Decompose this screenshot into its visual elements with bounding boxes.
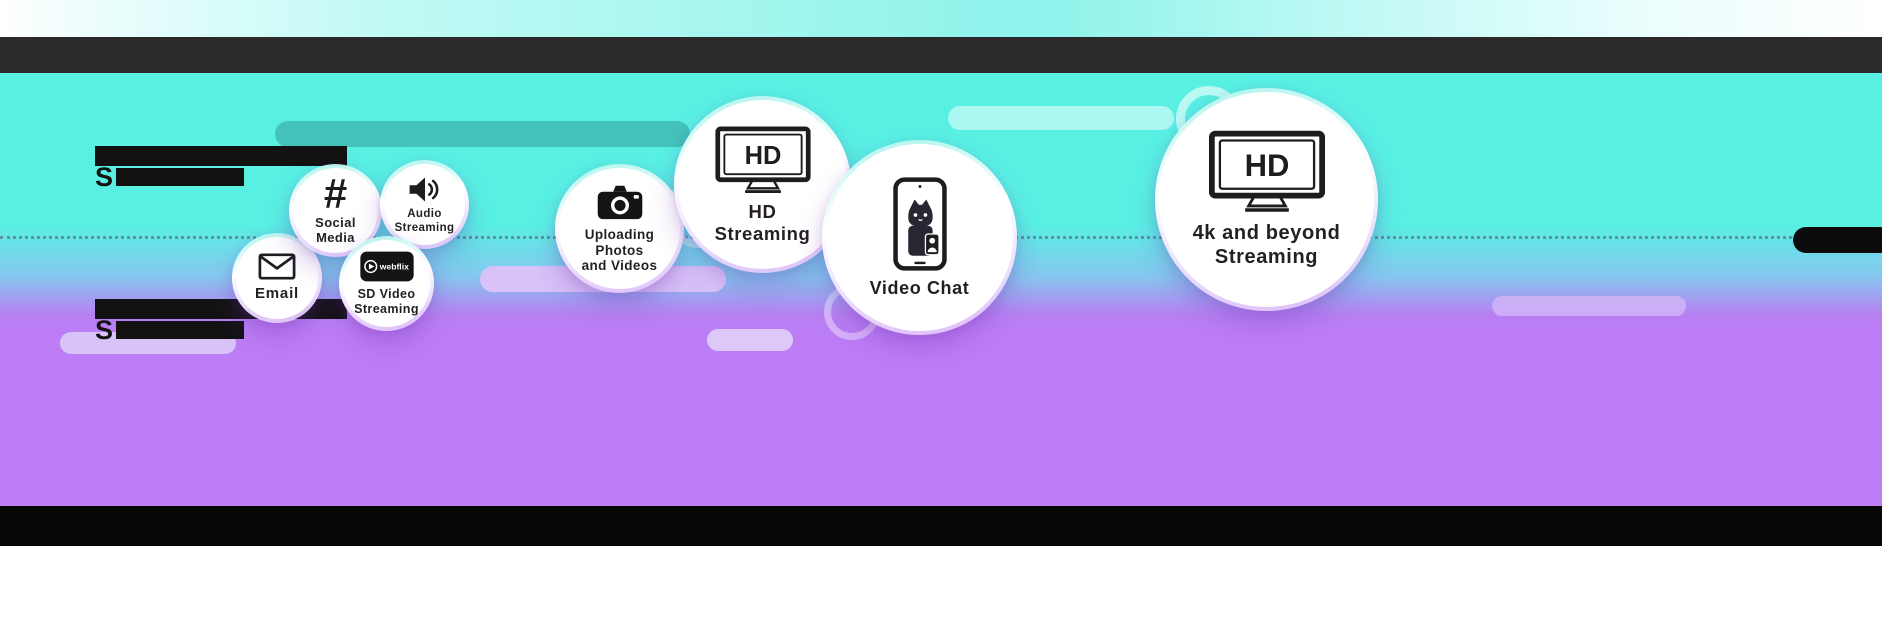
redacted-text-row: S bbox=[95, 161, 245, 192]
envelope-icon bbox=[258, 253, 296, 280]
social-media-label: Social Media bbox=[315, 215, 356, 246]
hd-tv-icon: HD bbox=[714, 126, 811, 193]
redacted-text-row: S bbox=[95, 314, 245, 345]
hd-streaming-label: HD Streaming bbox=[714, 200, 811, 244]
redacted-text-block bbox=[116, 321, 245, 339]
bottom-black-bar bbox=[0, 506, 1882, 546]
redacted-visible-letter: S bbox=[95, 161, 115, 192]
decor-pill-cyan bbox=[948, 106, 1174, 130]
decor-pill-lavender-low bbox=[707, 329, 793, 351]
uploading-bubble: Uploading Photos and Videos bbox=[555, 164, 684, 293]
video-chat-bubble: Video Chat bbox=[822, 140, 1017, 335]
top-gradient-strip bbox=[0, 0, 1882, 37]
sd-video-streaming-bubble: webflix SD Video Streaming bbox=[339, 236, 434, 331]
camera-icon bbox=[597, 185, 642, 219]
redacted-visible-letter: S bbox=[95, 314, 115, 345]
audio-streaming-label: Audio Streaming bbox=[394, 207, 455, 234]
hd-tv-screen-text: HD bbox=[744, 141, 781, 169]
hd-streaming-bubble: HD HD Streaming bbox=[674, 96, 851, 273]
hashtag-icon: # bbox=[323, 170, 348, 218]
four-k-tv-icon: HD bbox=[1208, 131, 1325, 213]
redacted-text-block bbox=[95, 146, 347, 166]
cat-face-icon bbox=[907, 199, 933, 227]
decor-pill-lavender-right bbox=[1492, 296, 1686, 316]
webflix-logo-icon: webflix bbox=[359, 251, 414, 282]
four-k-streaming-bubble: HD 4k and beyond Streaming bbox=[1155, 88, 1378, 311]
audio-streaming-bubble: Audio Streaming bbox=[380, 160, 469, 249]
phone-video-call-icon bbox=[892, 177, 947, 271]
speaker-icon bbox=[409, 177, 438, 202]
webflix-logo-text: webflix bbox=[378, 262, 408, 272]
four-k-tv-screen-text: HD bbox=[1244, 149, 1289, 184]
redacted-text-block bbox=[116, 168, 245, 186]
redacted-pill-right bbox=[1793, 227, 1882, 253]
video-chat-label: Video Chat bbox=[869, 277, 970, 298]
email-label: Email bbox=[254, 285, 300, 303]
top-dark-bar bbox=[0, 37, 1882, 73]
sd-video-streaming-label: SD Video Streaming bbox=[354, 287, 419, 316]
decor-pill-teal bbox=[275, 121, 690, 147]
uploading-label: Uploading Photos and Videos bbox=[581, 226, 658, 274]
four-k-streaming-label: 4k and beyond Streaming bbox=[1192, 222, 1341, 268]
email-bubble: Email bbox=[232, 233, 322, 323]
